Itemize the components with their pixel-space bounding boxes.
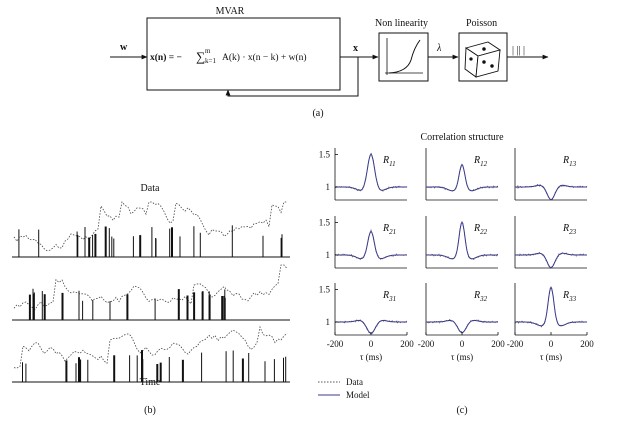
series-model-line	[426, 319, 498, 334]
series-model-line	[426, 221, 498, 260]
equation-lhs: x(n) = −	[150, 52, 182, 63]
correlogram-label: R22	[473, 223, 488, 236]
correlogram-label: R33	[562, 290, 577, 303]
legend-data-label: Data	[346, 377, 363, 387]
correlogram-label: R21	[382, 223, 396, 236]
xaxis-label: τ (ms)	[540, 352, 562, 362]
correlogram-label: R23	[562, 223, 577, 236]
xtick-label: 0	[460, 339, 465, 349]
correlogram-label-subscript: 22	[480, 228, 488, 236]
correlogram-label-subscript: 32	[479, 295, 488, 303]
poisson-title: Poisson	[466, 18, 497, 29]
series-model-line	[515, 184, 587, 201]
correlogram-label: R12	[473, 155, 488, 168]
nl-curve	[388, 39, 421, 74]
series-model-line	[515, 286, 587, 327]
series-model-line	[515, 252, 587, 269]
ytick-label: 1.5	[319, 285, 331, 295]
series-data-line	[514, 286, 588, 328]
correlogram-label-subscript: 33	[568, 295, 577, 303]
xaxis-label: τ (ms)	[451, 352, 473, 362]
dice-icon	[464, 41, 502, 78]
rate-trace	[13, 264, 288, 311]
mvar-title: MVAR	[216, 6, 245, 17]
ytick-label: 1.5	[319, 218, 331, 228]
spike-train-glyph: | || |	[512, 45, 525, 56]
xtick-label: -200	[327, 339, 344, 349]
feedback-arrow	[225, 57, 359, 97]
series-data-line	[425, 221, 499, 261]
correlogram-label-subscript: 21	[389, 228, 396, 236]
panel-a: MVAR w x(n) = − ∑ m k=1 A(k) · x(n − k) …	[110, 6, 549, 119]
equation-rhs: A(k) · x(n − k) + w(n)	[222, 52, 307, 63]
equation-sum: ∑	[196, 49, 205, 64]
correlogram-label-subscript: 31	[388, 295, 396, 303]
ytick-label: 1	[326, 317, 331, 327]
correlogram-label-subscript: 13	[569, 160, 577, 168]
correlogram-label: R32	[473, 290, 488, 303]
correlogram-label: R13	[562, 155, 577, 168]
lambda-label: λ	[436, 43, 442, 54]
x-label: x	[353, 43, 358, 54]
series-data-line	[334, 152, 408, 192]
xaxis-label: τ (ms)	[360, 352, 382, 362]
ytick-label: 1	[326, 182, 331, 192]
correlogram-label: R11	[382, 155, 396, 168]
xtick-label: 200	[400, 339, 414, 349]
rate-trace	[13, 201, 287, 252]
panel-c-label: (c)	[456, 405, 467, 416]
nonlinearity-box	[378, 32, 429, 82]
input-w-label: w	[120, 42, 128, 53]
panel-c-title: Correlation structure	[420, 132, 504, 143]
series-model-line	[335, 319, 407, 334]
equation-sum-bottom: k=1	[205, 57, 216, 65]
series-model-line	[335, 153, 407, 191]
panel-c: Correlation structure (c) Data Model R11…	[318, 132, 594, 416]
correlogram-label-subscript: 23	[569, 228, 577, 236]
xtick-label: -200	[507, 339, 524, 349]
correlogram-label-subscript: 11	[389, 160, 395, 168]
panel-b-title: Data	[141, 183, 160, 194]
xtick-label: -200	[418, 339, 435, 349]
series-model-line	[335, 230, 407, 260]
rate-trace	[13, 325, 288, 369]
ytick-label: 1.5	[319, 150, 331, 160]
mvar-box	[146, 17, 341, 91]
equation-sum-top: m	[205, 47, 211, 55]
correlogram-label: R31	[382, 290, 396, 303]
xtick-label: 200	[580, 339, 594, 349]
nonlinearity-title: Non linearity	[375, 18, 428, 29]
ytick-label: 1	[326, 250, 331, 260]
xtick-label: 200	[491, 339, 505, 349]
panel-b-xlabel: Time	[140, 377, 161, 388]
xtick-label: 0	[549, 339, 554, 349]
series-model-line	[426, 163, 498, 192]
panel-b: Data Time (b)	[12, 183, 290, 416]
panel-b-label: (b)	[144, 405, 156, 416]
xtick-label: 0	[369, 339, 374, 349]
correlogram-label-subscript: 12	[480, 160, 488, 168]
legend-model-label: Model	[346, 390, 370, 400]
panel-a-label: (a)	[312, 108, 323, 119]
